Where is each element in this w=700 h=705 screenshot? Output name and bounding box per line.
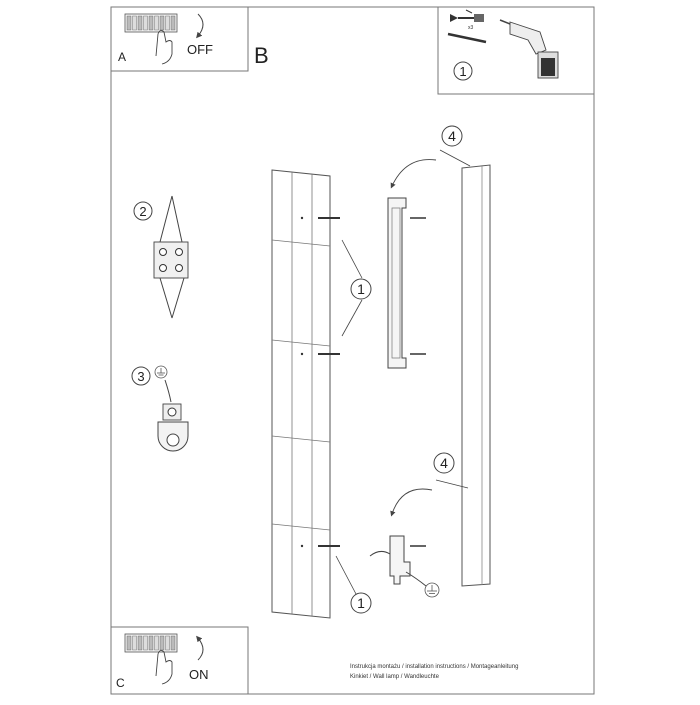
breaker-switch bbox=[132, 635, 137, 651]
step-badge-3: 3 bbox=[131, 366, 151, 386]
breaker-switch bbox=[154, 15, 159, 31]
breaker-switch bbox=[148, 15, 154, 31]
breaker-switch bbox=[170, 635, 176, 651]
rotate-arrow-icon bbox=[196, 13, 204, 39]
step-badge-1: 1 bbox=[350, 278, 372, 300]
svg-text:4: 4 bbox=[440, 455, 448, 471]
footer-line-2: Kinkiet / Wall lamp / Wandleuchte bbox=[350, 674, 439, 680]
ground-icon bbox=[154, 365, 168, 379]
breaker-switch bbox=[148, 635, 154, 651]
breaker-switch bbox=[143, 635, 148, 651]
dowel-icon bbox=[447, 32, 487, 44]
sheet-border bbox=[110, 6, 595, 695]
leader-line bbox=[435, 479, 469, 489]
leader-line bbox=[341, 299, 363, 337]
terminal-block-icon bbox=[153, 195, 189, 319]
wall-panel bbox=[271, 169, 331, 619]
panel-c-word: ON bbox=[189, 667, 209, 682]
svg-text:3: 3 bbox=[137, 369, 144, 384]
drill-icon bbox=[499, 19, 559, 79]
step-badge-1: 1 bbox=[350, 592, 372, 614]
step-badge-4: 4 bbox=[433, 452, 455, 474]
lamp-body bbox=[461, 164, 491, 587]
svg-text:1: 1 bbox=[357, 595, 365, 611]
breaker-switch bbox=[165, 635, 170, 651]
breaker-switch bbox=[159, 635, 165, 651]
hand-icon bbox=[155, 29, 173, 65]
breaker-switch bbox=[159, 15, 165, 31]
mounting-bracket-upper bbox=[387, 197, 407, 369]
svg-text:4: 4 bbox=[448, 128, 456, 144]
ground-wire bbox=[164, 379, 172, 403]
leader-line bbox=[341, 239, 363, 279]
panel-a-letter: A bbox=[118, 50, 127, 64]
breaker-switch bbox=[137, 15, 143, 31]
hand-icon bbox=[155, 649, 173, 685]
mount-arrow-upper bbox=[390, 159, 437, 189]
step-badge-1: 1 bbox=[453, 61, 473, 81]
tool-box bbox=[437, 6, 595, 95]
svg-text:2: 2 bbox=[139, 204, 146, 219]
circuit-breaker-icon bbox=[124, 633, 178, 653]
svg-text:1: 1 bbox=[459, 64, 466, 79]
quantity-label: x3 bbox=[468, 25, 474, 31]
screw-icon bbox=[450, 9, 484, 22]
panel-c-letter: C bbox=[116, 676, 125, 690]
leader-line bbox=[335, 555, 357, 595]
leader-line bbox=[439, 149, 471, 167]
breaker-switch bbox=[143, 15, 148, 31]
breaker-switch bbox=[126, 635, 132, 651]
mounting-bracket-lower bbox=[369, 535, 427, 587]
breaker-switch bbox=[165, 15, 170, 31]
breaker-switch bbox=[132, 15, 137, 31]
rotate-arrow-icon bbox=[196, 635, 204, 661]
breaker-switch bbox=[126, 15, 132, 31]
step-badge-2: 2 bbox=[133, 201, 153, 221]
breaker-switch bbox=[170, 15, 176, 31]
dowel-screw-set bbox=[318, 217, 426, 547]
svg-text:1: 1 bbox=[357, 281, 365, 297]
breaker-switch bbox=[154, 635, 159, 651]
panel-a-word: OFF bbox=[187, 42, 213, 57]
breaker-switch bbox=[137, 635, 143, 651]
step-badge-4: 4 bbox=[441, 125, 463, 147]
earth-terminal-icon bbox=[157, 403, 189, 452]
ground-icon bbox=[424, 582, 440, 598]
panel-b-letter: B bbox=[254, 43, 269, 68]
mount-arrow-lower bbox=[390, 488, 433, 517]
circuit-breaker-icon bbox=[124, 13, 178, 33]
footer-line-1: Instrukcja montażu / installation instru… bbox=[350, 664, 519, 670]
